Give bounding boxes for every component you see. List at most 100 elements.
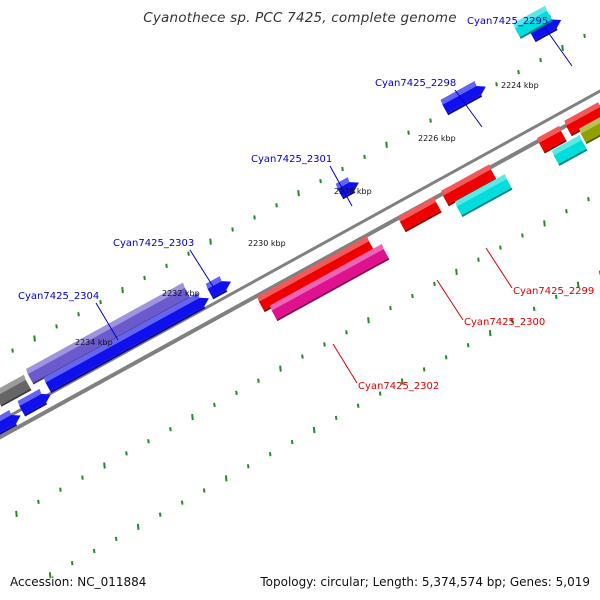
gene-red-c-edge: [543, 139, 567, 154]
gene-gray-b[interactable]: [0, 379, 31, 405]
scale-tick-outer-far: [400, 378, 404, 385]
scale-tick-outer-far: [378, 391, 382, 396]
gene-blue-edge[interactable]: [529, 19, 562, 41]
gene-Cyan7425_2299-top: [441, 164, 491, 196]
gene-blue-a-top: [0, 410, 12, 422]
gene-label-leader: [95, 302, 119, 341]
gene-blue-small-edge: [342, 190, 356, 200]
gene-Cyan7425_2299[interactable]: [442, 169, 496, 205]
scale-tick-outer-far: [224, 475, 228, 482]
scale-tick-inner: [77, 312, 80, 317]
gene-gray-b-edge: [0, 388, 32, 407]
scale-tick-inner: [33, 335, 36, 342]
scale-tick-inner: [297, 190, 300, 197]
gene-Cyan7425_2302-edge: [276, 257, 390, 322]
gene-Cyan7425_2304-top: [26, 282, 185, 374]
scale-tick-inner: [209, 238, 212, 245]
scale-tick-outer-far: [422, 367, 426, 372]
gene-red-c[interactable]: [538, 130, 566, 152]
gene-label-reverse[interactable]: Cyan7425_2299: [513, 286, 594, 297]
scale-tick-outer-far: [444, 355, 448, 360]
gene-Cyan7425_2302[interactable]: [271, 248, 389, 320]
gene-label-reverse[interactable]: Cyan7425_2302: [358, 381, 439, 392]
gene-blue-small-top: [335, 177, 350, 189]
gene-Cyan7425_2300[interactable]: [258, 241, 374, 311]
backbone-outer-strand: [0, 104, 600, 440]
gene-Cyan7425_2301[interactable]: [207, 281, 231, 298]
scale-label: 2232 kbp: [162, 289, 200, 298]
scale-tick-outer-far: [70, 560, 74, 566]
gene-label-reverse[interactable]: Cyan7425_2300: [464, 317, 545, 328]
gene-red-c-top: [537, 125, 561, 143]
scale-tick-outer: [59, 487, 62, 492]
gene-red-b[interactable]: [399, 201, 441, 231]
backbone-inner-strand: [0, 89, 600, 423]
gene-label-forward[interactable]: Cyan7425_2301: [251, 154, 332, 165]
gene-cyan-c[interactable]: [553, 139, 587, 165]
scale-tick-outer-far: [532, 306, 536, 312]
scale-tick-inner: [275, 203, 278, 208]
scale-tick-outer: [147, 439, 150, 444]
gene-label-forward[interactable]: Cyan7425_2304: [18, 291, 99, 302]
scale-tick-inner: [165, 263, 168, 268]
scale-tick-outer: [213, 402, 216, 408]
scale-tick-inner: [385, 141, 388, 148]
gene-red-d-top: [564, 102, 600, 126]
scale-tick-inner: [429, 118, 432, 123]
scale-tick-outer: [389, 305, 392, 311]
gene-Cyan7425_2298[interactable]: [442, 86, 486, 114]
gene-Cyan7425_2295-edge: [519, 19, 553, 39]
scale-tick-inner: [143, 275, 146, 281]
scale-tick-outer: [37, 499, 40, 504]
scale-tick-outer-far: [202, 488, 206, 493]
gene-blue-small[interactable]: [337, 182, 359, 198]
scale-tick-inner: [55, 324, 58, 329]
gene-cyan-c-edge: [558, 148, 588, 166]
gene-Cyan7425_2298-edge: [447, 94, 483, 116]
gene-blue-b[interactable]: [19, 393, 51, 415]
scale-tick-inner: [363, 154, 366, 160]
gene-cyan-b-edge: [461, 187, 513, 217]
gene-cyan-c-top: [551, 134, 582, 156]
gene-Cyan7425_2303-top: [43, 292, 200, 383]
map-title: Cyanothece sp. PCC 7425, complete genome: [143, 10, 457, 26]
scale-label: 2234 kbp: [75, 338, 113, 347]
gene-olive-edge: [585, 134, 600, 145]
accession-label: Accession: NC_011884: [10, 575, 147, 589]
scale-tick-outer: [345, 330, 348, 335]
scale-tick-outer: [455, 268, 458, 275]
gene-label-leader: [485, 247, 513, 289]
scale-tick-outer: [543, 220, 546, 227]
gene-Cyan7425_2295[interactable]: [514, 10, 552, 38]
scale-tick-outer-far: [510, 318, 514, 324]
scale-label: 2226 kbp: [418, 134, 456, 143]
gene-red-d[interactable]: [566, 107, 600, 135]
scale-tick-outer-far: [114, 536, 118, 542]
scale-tick-inner: [341, 166, 344, 172]
gene-Cyan7425_2304[interactable]: [27, 287, 190, 383]
scale-tick-inner: [319, 178, 322, 184]
scale-tick-inner: [583, 33, 586, 38]
gene-blue-a-edge: [0, 423, 18, 435]
scale-tick-inner: [495, 82, 498, 87]
gene-label-forward[interactable]: Cyan7425_2303: [113, 238, 194, 249]
gene-cyan-b[interactable]: [456, 178, 512, 216]
gene-label-forward[interactable]: Cyan7425_2298: [375, 78, 456, 89]
scale-tick-outer-far: [92, 548, 96, 554]
gene-Cyan7425_2303[interactable]: [45, 297, 209, 392]
scale-tick-outer: [521, 233, 524, 238]
scale-tick-outer-far: [488, 330, 492, 337]
scale-tick-outer-far: [246, 464, 250, 469]
gene-blue-edge-edge: [534, 28, 558, 43]
scale-tick-outer-far: [334, 415, 338, 421]
scale-tick-outer: [301, 354, 304, 359]
gene-label-leader: [332, 343, 358, 384]
genome-stats-label: Topology: circular; Length: 5,374,574 bp…: [260, 575, 590, 589]
gene-label-leader: [454, 89, 483, 128]
gene-olive[interactable]: [580, 119, 600, 143]
gene-label-forward[interactable]: Cyan7425_2295: [467, 16, 548, 27]
gene-blue-a[interactable]: [0, 415, 21, 445]
scale-tick-outer: [235, 390, 238, 396]
scale-tick-outer: [499, 245, 502, 250]
